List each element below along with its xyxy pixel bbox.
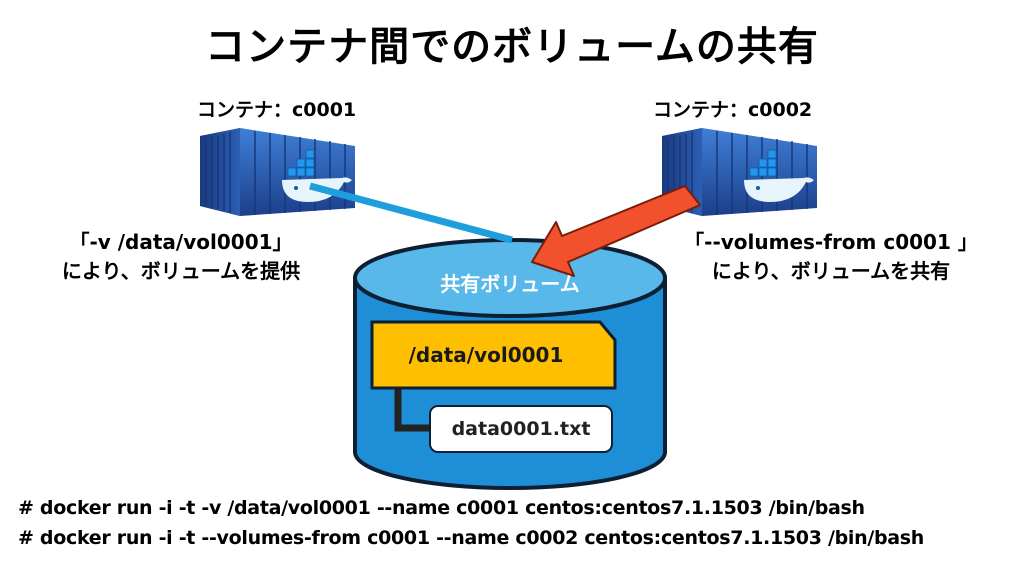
provide-note: 「-v /data/vol0001」 により、ボリュームを提供 — [22, 228, 340, 286]
folder-connector — [394, 388, 430, 432]
file-label: data0001.txt — [451, 418, 591, 440]
volume-label: 共有ボリューム — [440, 272, 580, 296]
share-note-line2: により、ボリュームを共有 — [711, 259, 951, 283]
command-line-2: # docker run -i -t --volumes-from c0001 … — [18, 527, 925, 549]
docker-container-icon — [200, 128, 355, 216]
command-line-1: # docker run -i -t -v /data/vol0001 --na… — [18, 497, 865, 519]
folder-shape — [370, 320, 617, 390]
provide-note-line2: により、ボリュームを提供 — [61, 259, 301, 283]
provide-link-line — [309, 182, 513, 244]
share-note: 「--volumes-from c0001 」 により、ボリュームを共有 — [672, 228, 990, 286]
container-label-c0001: コンテナ：c0001 — [197, 99, 357, 121]
provide-note-line1: 「-v /data/vol0001」 — [69, 230, 293, 254]
share-arrow — [531, 185, 701, 277]
file-box — [429, 405, 613, 453]
folder-label: /data/vol0001 — [408, 343, 564, 367]
share-note-line1: 「--volumes-from c0001 」 — [684, 230, 978, 254]
page-title: コンテナ間でのボリュームの共有 — [205, 24, 819, 70]
container-label-c0002: コンテナ：c0002 — [653, 99, 813, 121]
